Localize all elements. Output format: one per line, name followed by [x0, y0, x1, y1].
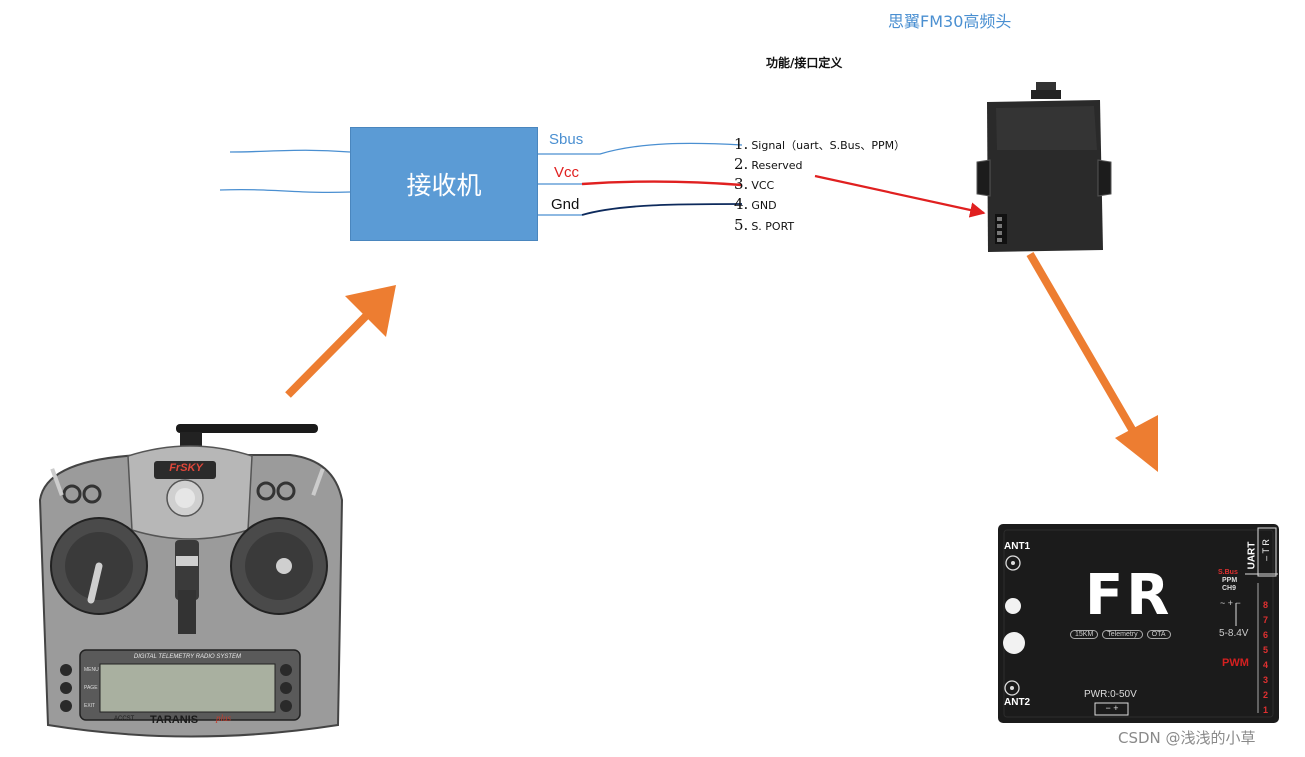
fr-badges: 15KM Telemetry OTA [1070, 630, 1171, 639]
vcc-wire [581, 180, 743, 187]
transmitter-brand: FrSKY [169, 462, 203, 474]
pin-2: 2.Reserved [734, 155, 803, 173]
fr-ppm-label: PPM [1222, 577, 1238, 584]
vcc-red-arrow [814, 174, 986, 218]
antenna-wire-top [229, 149, 351, 153]
vcc-label: Vcc [554, 164, 580, 181]
fr-logo: FR [1085, 563, 1173, 628]
fr-pin-2: 2 [1263, 690, 1269, 700]
pin-definition-title: 功能/接口定义 [766, 56, 843, 70]
fr-ant2-label: ANT2 [1004, 697, 1031, 708]
sbus-label: Sbus [549, 131, 584, 148]
fr-pin-3: 3 [1263, 675, 1269, 685]
antenna-wire-bottom [219, 188, 351, 194]
pin-4-label: GND [751, 199, 777, 212]
pin-4-number: 4. [734, 195, 749, 213]
sbus-wire [538, 142, 743, 155]
fr-pin-5: 5 [1263, 645, 1269, 655]
pin-3-number: 3. [734, 175, 749, 193]
fr-receiver-image [998, 524, 1279, 723]
orange-arrow-tx-to-rx [285, 285, 396, 398]
transmitter-btn-menu: MENU [84, 667, 99, 673]
fr-pin-8: 8 [1263, 600, 1269, 610]
pin-5: 5.S. PORT [734, 216, 794, 234]
gnd-label: Gnd [551, 196, 580, 213]
receiver-label: 接收机 [406, 171, 482, 200]
fr-pin-numbers: 8 7 6 5 4 3 2 1 [1263, 598, 1268, 718]
receiver-box: 接收机 [350, 127, 538, 241]
pin-5-label: S. PORT [751, 220, 795, 233]
transmitter-model-suffix: plus [216, 713, 232, 723]
fr-pin-4: 4 [1263, 660, 1269, 670]
fr-ch9-label: CH9 [1222, 585, 1237, 592]
fr-badge-range: 15KM [1070, 630, 1099, 639]
fr-badge-ota: OTA [1146, 630, 1171, 639]
pin-3-label: VCC [751, 179, 775, 192]
fr-pin-6: 6 [1263, 630, 1269, 640]
fr-pin-7: 7 [1263, 615, 1269, 625]
fr-pin-1: 1 [1263, 705, 1269, 715]
fr-badge-telemetry: Telemetry [1102, 630, 1143, 639]
fm30-module-image [976, 82, 1112, 252]
fr-ant1-label: ANT1 [1004, 541, 1031, 552]
transmitter-accst: ACCST [114, 716, 135, 722]
fr-sbus-label: S.Bus [1218, 569, 1238, 576]
gnd-wire [581, 203, 743, 216]
pin-5-number: 5. [734, 216, 749, 234]
transmitter-model: TARANIS [150, 714, 199, 726]
pin-2-number: 2. [734, 155, 749, 173]
fr-tr-label: – T R [1260, 539, 1271, 561]
fr-pwr-label: PWR:0-50V [1084, 689, 1137, 700]
pin-3: 3.VCC [734, 175, 774, 193]
transmitter-btn-exit: EXIT [84, 703, 96, 709]
fr-voltage-label: 5-8.4V [1219, 628, 1249, 639]
fr-pwr-polarity: − + [1105, 703, 1119, 713]
fr-power-marks: ~ + − [1220, 598, 1241, 608]
fr-pwm-label: PWM [1222, 657, 1249, 669]
pin-2-label: Reserved [751, 159, 803, 172]
csdn-watermark: CSDN @浅浅的小草 [1118, 729, 1256, 747]
pin-4: 4.GND [734, 195, 777, 213]
pin-1-label: Signal（uart、S.Bus、PPM） [751, 139, 906, 152]
fm30-module-title: 思翼FM30高频头 [888, 12, 1012, 31]
transmitter-lcd-caption: DIGITAL TELEMETRY RADIO SYSTEM [133, 654, 242, 660]
pin-1: 1.Signal（uart、S.Bus、PPM） [734, 135, 905, 153]
pin-1-number: 1. [734, 135, 749, 153]
transmitter-btn-page: PAGE [84, 685, 98, 691]
orange-arrow-fm30-to-fr [1026, 251, 1158, 472]
fr-uart-label: UART [1246, 541, 1258, 570]
transmitter-image [38, 424, 344, 738]
